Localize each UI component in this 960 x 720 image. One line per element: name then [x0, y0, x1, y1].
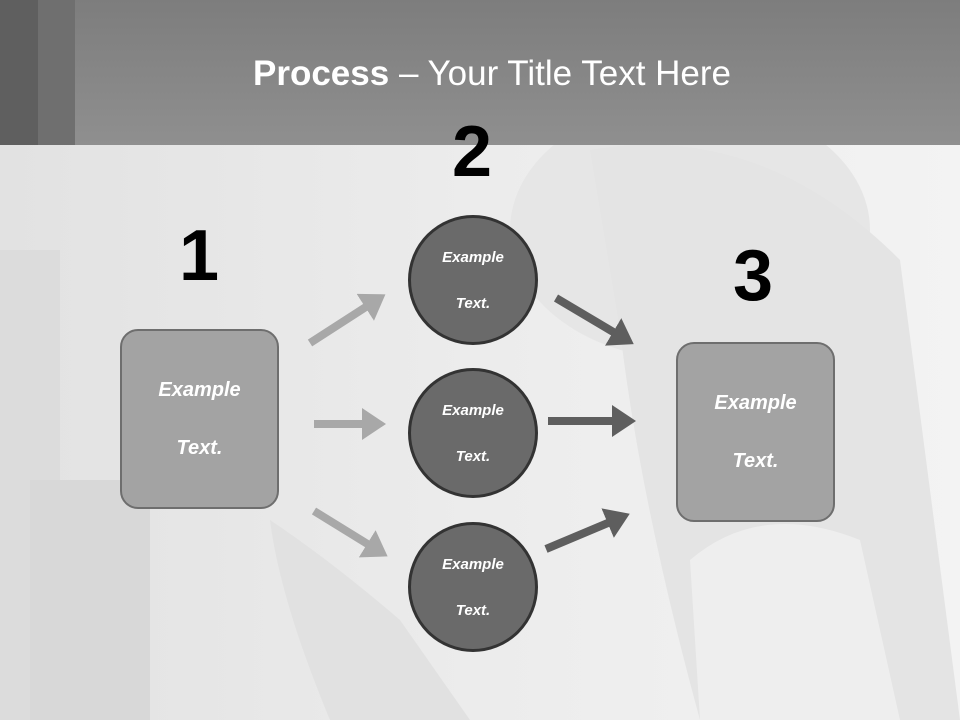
circle-label-line1: Example [442, 248, 504, 266]
title-bold: Process [253, 54, 390, 93]
circle-label-line1: Example [442, 555, 504, 573]
arrow-down-right [553, 294, 634, 346]
circle-label-line2: Text. [455, 601, 491, 619]
header-stripe [0, 0, 38, 145]
arrow-down-left [311, 507, 388, 558]
box-label-line1: Example [158, 378, 241, 401]
circle-label-line2: Text. [455, 447, 491, 465]
arrow-up-right [544, 508, 630, 553]
box-label-line2: Text. [732, 449, 779, 472]
step-number-2: 2 [451, 112, 493, 192]
header-stripe [38, 0, 75, 145]
circle-label-line1: Example [442, 401, 504, 419]
box-label-line1: Example [714, 391, 797, 414]
box-label-line2: Text. [176, 436, 223, 459]
slide-title: Process – Your Title Text Here [0, 52, 960, 96]
title-rest: – Your Title Text Here [389, 54, 731, 93]
step-number-3: 3 [732, 236, 774, 316]
circle-label-line2: Text. [455, 294, 491, 312]
header-bar [0, 0, 960, 145]
step-number-1: 1 [178, 216, 220, 296]
arrow-up-left [307, 293, 386, 347]
